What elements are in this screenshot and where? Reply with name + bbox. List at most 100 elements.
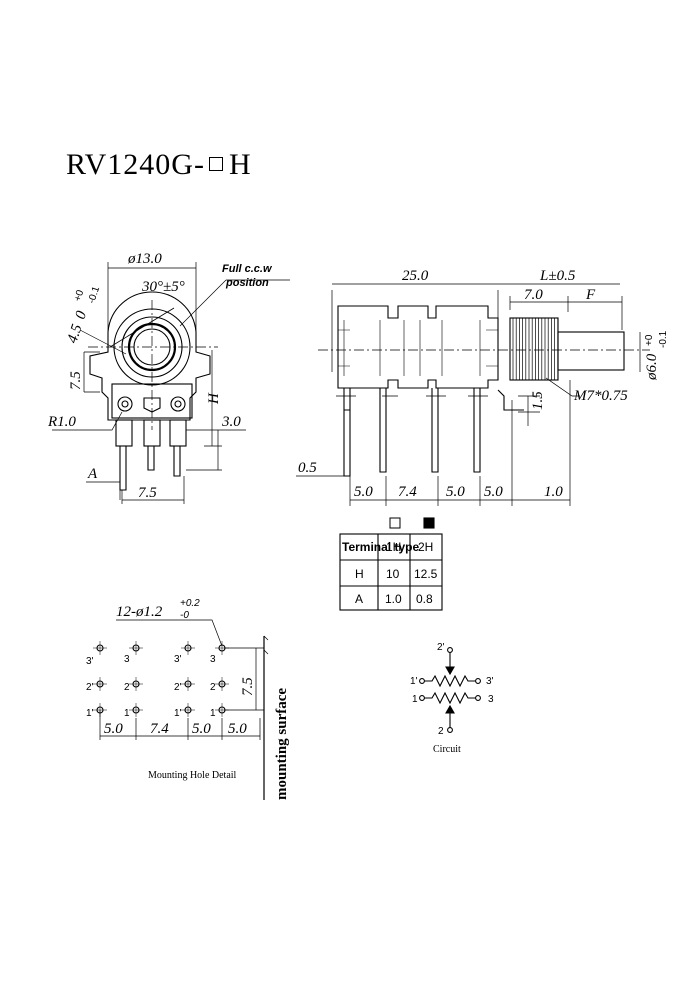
pin-label-1-b: 1 <box>210 708 216 719</box>
circuit-terminal-2: 2 <box>438 726 444 737</box>
dim-0-tol: 0 <box>73 309 91 322</box>
side-view <box>296 283 650 506</box>
pin-label-2-a: 2 <box>124 682 130 693</box>
dim-r1-0: R1.0 <box>47 414 76 430</box>
circuit-caption: Circuit <box>433 744 461 755</box>
dim-tol-sub: -0.1 <box>86 285 102 305</box>
hole-crosshair <box>181 703 195 717</box>
hole-crosshair <box>181 677 195 691</box>
hole-crosshair <box>93 641 107 655</box>
front-terminal-2 <box>143 419 161 447</box>
part-suffix: H <box>228 148 252 181</box>
hole-crosshair <box>129 677 143 691</box>
dim-tol-sup: +0 <box>72 288 86 303</box>
resistor-top <box>424 674 476 688</box>
pin-label-1p-a: 1' <box>86 708 94 719</box>
dim-pitch-5-0-a: 5.0 <box>354 484 373 500</box>
front-mount-hole-right <box>170 396 186 412</box>
pin-label-2-b: 2 <box>210 682 216 693</box>
dim-1-0: 1.0 <box>544 484 563 500</box>
table-header-1h: 1H <box>386 540 401 554</box>
circuit-terminal-1p: 1' <box>410 676 418 687</box>
note-full-ccw: Full c.c.w <box>222 263 273 275</box>
dim-pitch-7-5: 7.5 <box>138 485 157 501</box>
dim-25-0: 25.0 <box>402 268 429 284</box>
table-row-h-label: H <box>355 567 364 581</box>
hole-crosshair <box>93 677 107 691</box>
mounting-caption: Mounting Hole Detail <box>148 770 237 781</box>
hole-crosshair <box>215 677 229 691</box>
side-pin-3 <box>431 388 439 473</box>
hole-crosshair <box>129 641 143 655</box>
table-row-h-1h: 10 <box>386 567 400 581</box>
dim-4-5: 4.5 <box>65 322 86 345</box>
mounting-holes <box>93 641 229 717</box>
dim-1-5: 1.5 <box>530 391 546 410</box>
dim-F: F <box>585 287 596 303</box>
dim-shaft-diameter: ø6.0 <box>644 353 660 381</box>
dim-0-5: 0.5 <box>298 460 317 476</box>
pin-label-3-b: 3 <box>210 654 216 665</box>
pin-label-3p-b: 3' <box>174 654 182 665</box>
circuit-terminal-3: 3 <box>488 694 494 705</box>
pin-label-1-a: 1 <box>124 708 130 719</box>
side-pin-4 <box>473 388 481 473</box>
front-terminal-1 <box>115 419 133 447</box>
dim-diameter-13: ø13.0 <box>127 251 162 267</box>
side-shaft <box>557 331 625 371</box>
front-body-outline <box>89 291 211 421</box>
circuit-terminal-3p: 3' <box>486 676 494 687</box>
dim-shaft-tol-sup: +0 <box>644 334 655 346</box>
holes-tol-sub: -0 <box>180 610 189 621</box>
dim-7-5-vertical: 7.5 <box>68 371 84 390</box>
option-box-icon <box>208 157 223 171</box>
circuit-terminal-1: 1 <box>412 694 418 705</box>
front-center-tab <box>143 397 161 413</box>
front-view <box>52 262 290 504</box>
side-pin-1 <box>343 388 351 477</box>
front-mount-hole-left <box>117 396 133 412</box>
dim-mount-7-4: 7.4 <box>150 721 169 737</box>
dim-angle: 30°±5° <box>141 279 185 295</box>
pin-label-3p-a: 3' <box>86 656 94 667</box>
side-body <box>337 305 499 389</box>
side-bushing <box>509 317 559 381</box>
dim-mount-5-0-b: 5.0 <box>192 721 211 737</box>
table-row-a-1h: 1.0 <box>385 592 402 606</box>
dim-thread: M7*0.75 <box>573 388 628 404</box>
dim-shaft-tol-sub: -0.1 <box>658 330 669 348</box>
mounting-surface-label: mounting surface <box>274 688 290 800</box>
table-row-a-2h: 0.8 <box>416 592 433 606</box>
mounting-hole-detail <box>93 619 269 800</box>
holes-spec: 12-ø1.2 <box>116 604 163 620</box>
pin-label-1p-b: 1' <box>174 708 182 719</box>
table-header-type: Terminal type <box>342 540 419 554</box>
dim-mount-5-0-a: 5.0 <box>104 721 123 737</box>
table-row-h-2h: 12.5 <box>414 567 438 581</box>
table-header-2h: 2H <box>418 540 433 554</box>
hole-crosshair <box>181 641 195 655</box>
dim-L: L±0.5 <box>539 268 576 284</box>
open-box-icon <box>389 517 401 529</box>
terminal-table <box>339 517 443 611</box>
holes-tol-sup: +0.2 <box>180 598 200 609</box>
page-title: RV1240G- H <box>66 148 252 182</box>
table-row-a-label: A <box>355 592 363 606</box>
dim-A: A <box>87 466 98 482</box>
dim-pitch-5-0-b: 5.0 <box>446 484 465 500</box>
hole-crosshair <box>129 703 143 717</box>
filled-box-icon <box>423 517 435 529</box>
dim-H: H <box>206 392 222 405</box>
dim-7-0: 7.0 <box>524 287 543 303</box>
pin-label-2p-a: 2' <box>86 682 94 693</box>
bushing-threads <box>512 318 559 380</box>
part-number: RV1240G- <box>66 148 205 181</box>
note-position: position <box>225 277 269 289</box>
dim-mount-7-5: 7.5 <box>240 677 256 696</box>
circuit-diagram <box>419 647 481 733</box>
circuit-terminal-2p: 2' <box>437 642 445 653</box>
dim-pitch-7-4: 7.4 <box>398 484 417 500</box>
pin-label-2p-b: 2' <box>174 682 182 693</box>
dim-pitch-5-0-c: 5.0 <box>484 484 503 500</box>
